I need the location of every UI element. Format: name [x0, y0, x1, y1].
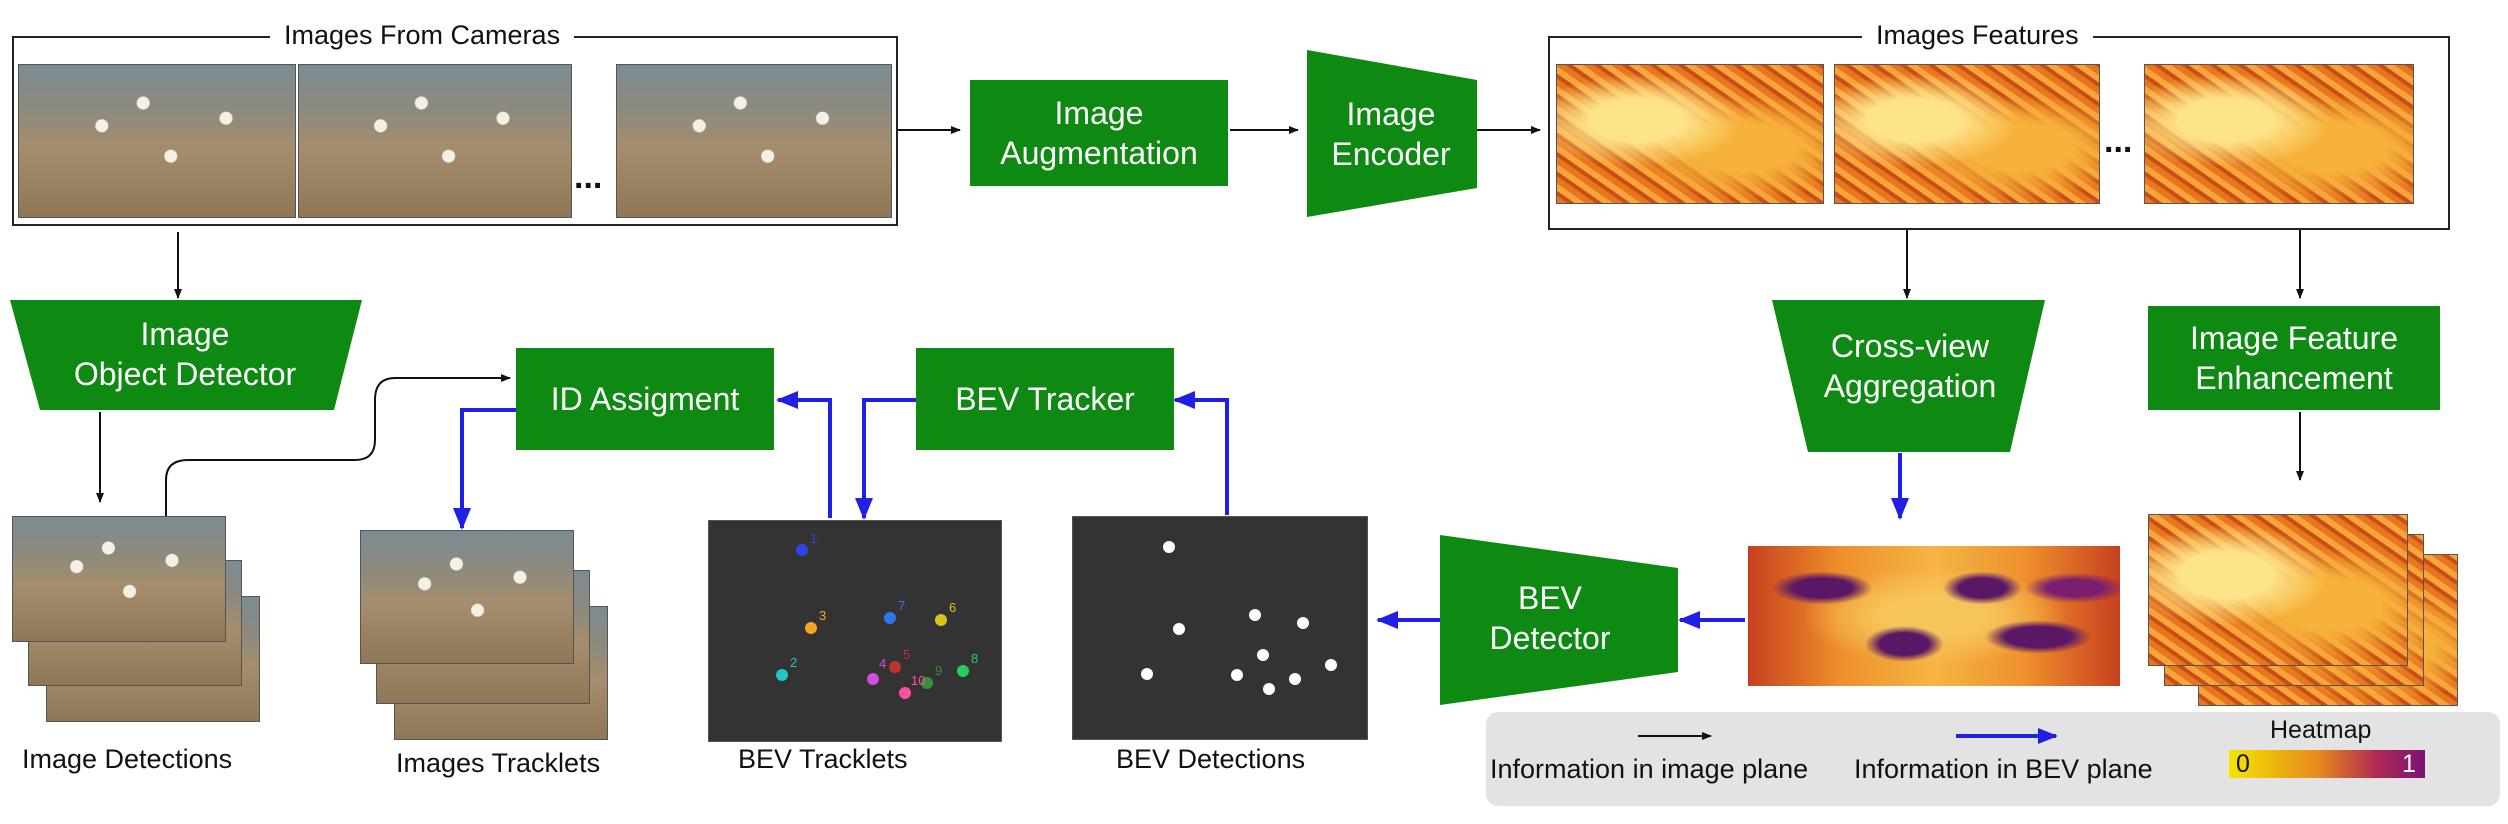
tracklet-id-1: 1 — [810, 531, 817, 546]
bev-detections-panel — [1072, 516, 1368, 740]
images-tracklets-stack-1 — [360, 530, 574, 664]
legend-bev-plane-label: Information in BEV plane — [1854, 754, 2153, 784]
detection-point — [1325, 659, 1337, 671]
tracklet-point-2 — [776, 669, 788, 681]
tracklet-point-3 — [805, 622, 817, 634]
images-tracklets-caption: Images Tracklets — [396, 748, 601, 778]
detection-point — [1163, 541, 1175, 553]
object-detector-shape — [10, 300, 362, 410]
arrow-tracklets-to-id — [776, 391, 832, 518]
tracklet-point-1 — [796, 544, 808, 556]
detection-point — [1173, 623, 1185, 635]
camera-image-2 — [298, 64, 572, 218]
tracklet-point-9 — [921, 677, 933, 689]
crossview-shape — [1772, 300, 2045, 452]
bev-detections-plot — [1141, 541, 1337, 695]
bev-detector-label: BEV Detector — [1489, 580, 1611, 656]
tracklet-id-7: 7 — [898, 598, 905, 613]
bev-tracker-label: BEV Tracker — [955, 381, 1135, 417]
image-detections-stack-1 — [12, 516, 226, 642]
tracklet-id-6: 6 — [949, 600, 956, 615]
tracklet-id-3: 3 — [819, 608, 826, 623]
bev-detections-caption: BEV Detections — [1116, 744, 1306, 774]
features-ellipsis: ... — [2104, 122, 2133, 160]
detection-point — [1263, 683, 1275, 695]
image-encoder-label: Image Encoder — [1331, 96, 1451, 172]
detection-point — [1257, 649, 1269, 661]
heatmap-gradient-bar — [2229, 750, 2425, 778]
legend-graphics — [1638, 728, 2425, 778]
arrow-detections-to-tracker — [1173, 391, 1229, 515]
heatmap-min-label: 0 — [2236, 750, 2250, 778]
image-detections-caption: Image Detections — [22, 744, 233, 774]
tracklet-id-2: 2 — [790, 655, 797, 670]
tracklet-point-6 — [935, 614, 947, 626]
detection-point — [1231, 669, 1243, 681]
bev-heatmap — [1748, 546, 2120, 686]
image-augmentation-block: Image Augmentation — [970, 80, 1228, 186]
tracklet-id-10: 10 — [911, 673, 925, 688]
tracklet-id-9: 9 — [935, 663, 942, 678]
features-frame-title: Images Features — [1862, 20, 2093, 51]
camera-image-3 — [616, 64, 892, 218]
legend-image-plane-label: Information in image plane — [1490, 754, 1809, 784]
detection-point — [1289, 673, 1301, 685]
image-encoder-shape — [1307, 50, 1477, 217]
tracklet-id-5: 5 — [903, 647, 910, 662]
cameras-ellipsis: ... — [574, 158, 603, 196]
id-assignment-block: ID Assigment — [516, 348, 774, 450]
heatmap-max-label: 1 — [2402, 750, 2416, 778]
tracklet-point-8 — [957, 665, 969, 677]
tracklet-id-4: 4 — [879, 656, 886, 671]
tracklet-id-8: 8 — [971, 651, 978, 666]
detection-point — [1141, 668, 1153, 680]
detection-point — [1249, 609, 1261, 621]
arrow-tracker-to-tracklets — [855, 398, 916, 520]
tracklet-point-4 — [867, 673, 879, 685]
object-detector-label: Image Object Detector — [73, 316, 297, 392]
image-augmentation-label: Image Augmentation — [1000, 95, 1198, 171]
cameras-frame-title: Images From Cameras — [270, 20, 575, 51]
feature-map-1 — [1556, 64, 1824, 204]
heatmap-title: Heatmap — [2270, 716, 2372, 744]
bev-detector-shape — [1440, 535, 1678, 705]
tracklet-point-7 — [884, 612, 896, 624]
bev-tracklets-plot: 1 2 3 4 5 6 7 8 9 10 — [776, 531, 978, 699]
bev-tracklets-caption: BEV Tracklets — [738, 744, 908, 774]
id-assignment-label: ID Assigment — [550, 381, 740, 417]
bev-tracklets-panel: 1 2 3 4 5 6 7 8 9 10 — [708, 520, 1002, 742]
feature-enhancement-block: Image Feature Enhancement — [2148, 306, 2440, 410]
feature-map-2 — [1834, 64, 2100, 204]
enhanced-feature-stack-1 — [2148, 514, 2408, 666]
detection-point — [1297, 617, 1309, 629]
tracklet-point-10 — [899, 687, 911, 699]
crossview-label: Cross-view Aggregation — [1823, 328, 1997, 404]
camera-image-1 — [18, 64, 296, 218]
bev-tracker-block: BEV Tracker — [916, 348, 1174, 450]
tracklet-point-5 — [889, 661, 901, 673]
feature-map-3 — [2144, 64, 2414, 204]
arrow-id-to-imagetracklets — [453, 408, 516, 530]
feature-enhancement-label: Image Feature Enhancement — [2189, 320, 2399, 396]
arrow-detections-to-id — [165, 374, 511, 518]
